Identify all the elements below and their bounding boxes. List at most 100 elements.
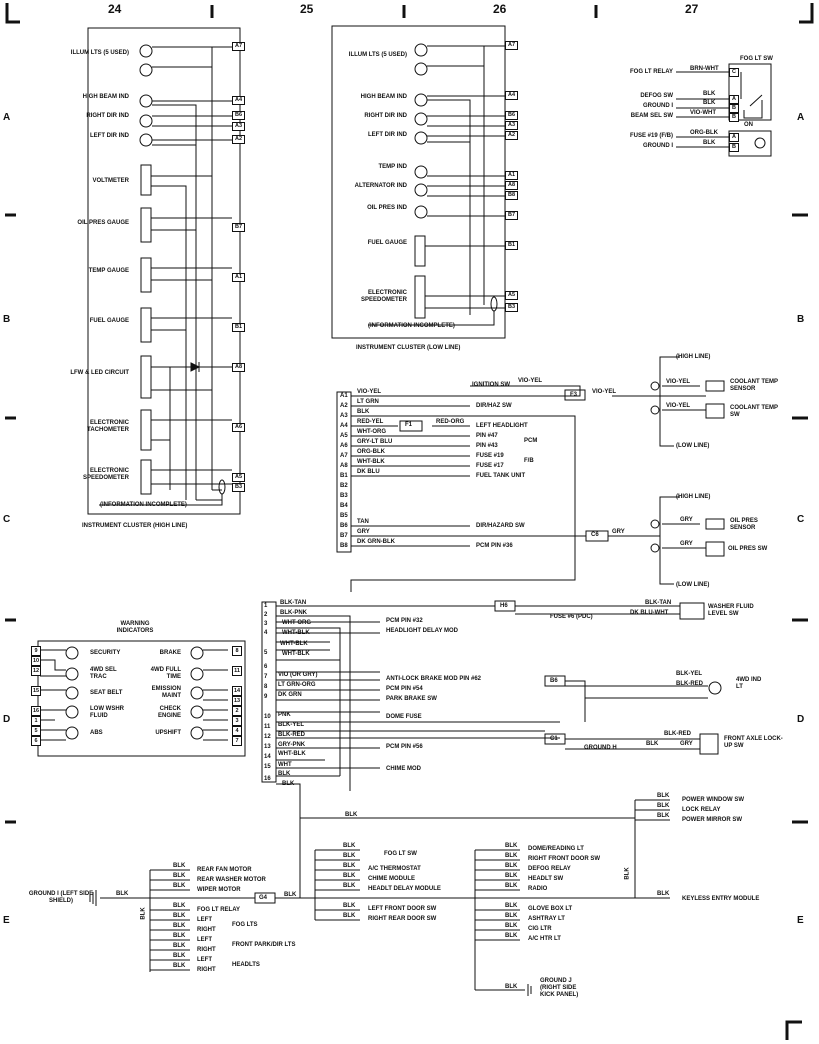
hl-pin-b1: B1 [232, 323, 246, 332]
ground-j-label: GROUND J (RIGHT SIDE KICK PANEL) [540, 978, 579, 998]
hl-label-voltmeter: VOLTMETER [92, 178, 129, 184]
c16-wire: BLK [278, 771, 291, 777]
ground-mid-wire: BLK [343, 883, 356, 889]
c16-dest: HEADLIGHT DELAY MOD [386, 628, 459, 634]
ground-left-wire: BLK [173, 963, 186, 969]
fourwd-wire-4: BLK [646, 741, 659, 747]
row-label-b: B [3, 314, 11, 325]
fog-sw-pin-c: C [729, 68, 739, 77]
ground-right-wire: BLK [505, 923, 518, 929]
ground-far-wire: BLK [657, 891, 670, 897]
ground-g4-wire: BLK [284, 892, 297, 898]
ground-mid-item: CHIME MODULE [368, 876, 415, 882]
c1001-wire-a5: WHT-ORG [357, 429, 386, 435]
c1001-pin: B4 [340, 503, 348, 509]
coolant-wire-1: VIO-YEL [666, 379, 691, 385]
c16-num: 12 [264, 734, 271, 740]
ground-right-wire: BLK [505, 913, 518, 919]
fourwd-wire-1: BLK-YEL [676, 671, 702, 677]
hl-label-lfw-led: LFW & LED CIRCUIT [70, 370, 129, 376]
ground-mid-wire: BLK [343, 903, 356, 909]
warn-low-wshr: LOW WSHR FLUID [90, 706, 124, 719]
ground-group-park: FRONT PARK/DIR LTS [232, 942, 296, 948]
washer-h6: H6 [500, 603, 508, 609]
hl-label-fuel-gauge: FUEL GAUGE [89, 318, 129, 324]
fog-sw-left-4: FUSE #19 (F/B) [629, 133, 673, 139]
ground-right-wire: BLK [505, 903, 518, 909]
c1001-f1: F1 [405, 422, 413, 428]
hl-pin-a8: A8 [232, 363, 246, 372]
c1001-wire-a1: VIO-YEL [357, 389, 382, 395]
ground-left-wire: BLK [173, 923, 186, 929]
c1001-pin: B2 [340, 483, 348, 489]
coolant-wire-2: VIO-YEL [666, 403, 691, 409]
ground-left-wire: BLK [173, 933, 186, 939]
ground-left-item: LEFT [197, 957, 212, 963]
ll-info-incomplete: (INFORMATION INCOMPLETE) [368, 323, 455, 329]
c16-wire: BLK [282, 781, 295, 787]
c16-wire: WHT [278, 762, 292, 768]
warn-right-num: 2 [232, 706, 242, 716]
fog-sw-wire-4: ORG-BLK [690, 130, 718, 136]
warn-left-num: 12 [31, 666, 41, 676]
ground-mid-wire: BLK [343, 863, 356, 869]
ground-left-wire: BLK [173, 913, 186, 919]
c1001-pin: A8 [340, 463, 348, 469]
c16-wire: WHT-BLK [278, 751, 306, 757]
row-label-a-right: A [797, 112, 805, 123]
fog-sw-wire-0: BRN-WHT [690, 66, 719, 72]
ground-far-wire: BLK [657, 793, 670, 799]
ground-right-wire: BLK [505, 873, 518, 879]
front-axle-sw: FRONT AXLE LOCK-UP SW [724, 736, 783, 749]
c1001-dest-left-headlight: LEFT HEADLIGHT [476, 423, 528, 429]
c16-wire: WHT-BLK [280, 641, 308, 647]
ll-pin-a8: A8 [505, 181, 519, 190]
c16-wire: PNK [278, 712, 291, 718]
col-header-27: 27 [685, 2, 699, 16]
oil-pres-sw: OIL PRES SW [728, 546, 768, 552]
fog-sw-on-label: ON [744, 122, 753, 128]
c16-num: 11 [264, 724, 271, 730]
hl-pin-a1: A1 [232, 273, 246, 282]
c16-num: 6 [264, 664, 268, 670]
ground-right-wire: BLK [505, 843, 518, 849]
warning-title: WARNING INDICATORS [116, 621, 154, 634]
washer-wire-1: BLK-TAN [645, 600, 672, 606]
ground-left-wire: BLK [173, 953, 186, 959]
coolant-low-line: (LOW LINE) [676, 443, 710, 449]
c1001-dest-ignition: IGNITION SW [472, 382, 510, 388]
c1001-pin: A7 [340, 453, 348, 459]
c1001-wire-a3: BLK [357, 409, 370, 415]
c1001-pin: B6 [340, 523, 348, 529]
ground-left-wire: BLK [173, 903, 186, 909]
row-label-e: E [3, 915, 10, 926]
c1001-dest-pin47: PIN #47 [476, 433, 498, 439]
c16-wire: WHT-BLK [282, 651, 310, 657]
row-label-d: D [3, 714, 11, 725]
ground-mid-wire: BLK [343, 843, 356, 849]
warn-right-num: 7 [232, 736, 242, 746]
warn-left-num: 15 [31, 686, 41, 696]
ll-label-oil-pres: OIL PRES IND [367, 205, 407, 211]
washer-fuse: FUSE #6 (PDC) [550, 614, 593, 620]
c16-wire: BLK-YEL [278, 722, 304, 728]
c1001-fb: F/B [524, 458, 534, 464]
c16-num: 14 [264, 754, 271, 760]
c16-dest: PCM PIN #54 [386, 686, 423, 692]
ground-right-item: RIGHT FRONT DOOR SW [528, 856, 600, 862]
c16-num: 5 [264, 650, 268, 656]
col-header-24: 24 [108, 2, 122, 16]
c16-dest: PCM PIN #56 [386, 744, 423, 750]
row-label-b-right: B [797, 314, 805, 325]
oil-high-line: (HIGH LINE) [676, 494, 711, 500]
c1001-wire-a6: GRY-LT BLU [357, 439, 393, 445]
c1001-wire-b6: TAN [357, 519, 369, 525]
fourwd-wire-5: GRY [680, 741, 693, 747]
ll-pin-b7: B7 [505, 211, 519, 220]
ground-right-wire: BLK [505, 863, 518, 869]
hl-label-right-dir: RIGHT DIR IND [86, 113, 129, 119]
c1001-wire-b7: GRY [357, 529, 370, 535]
ground-group-fog: FOG LTS [232, 922, 258, 928]
c1001-wire-b8: DK GRN-BLK [357, 539, 395, 545]
